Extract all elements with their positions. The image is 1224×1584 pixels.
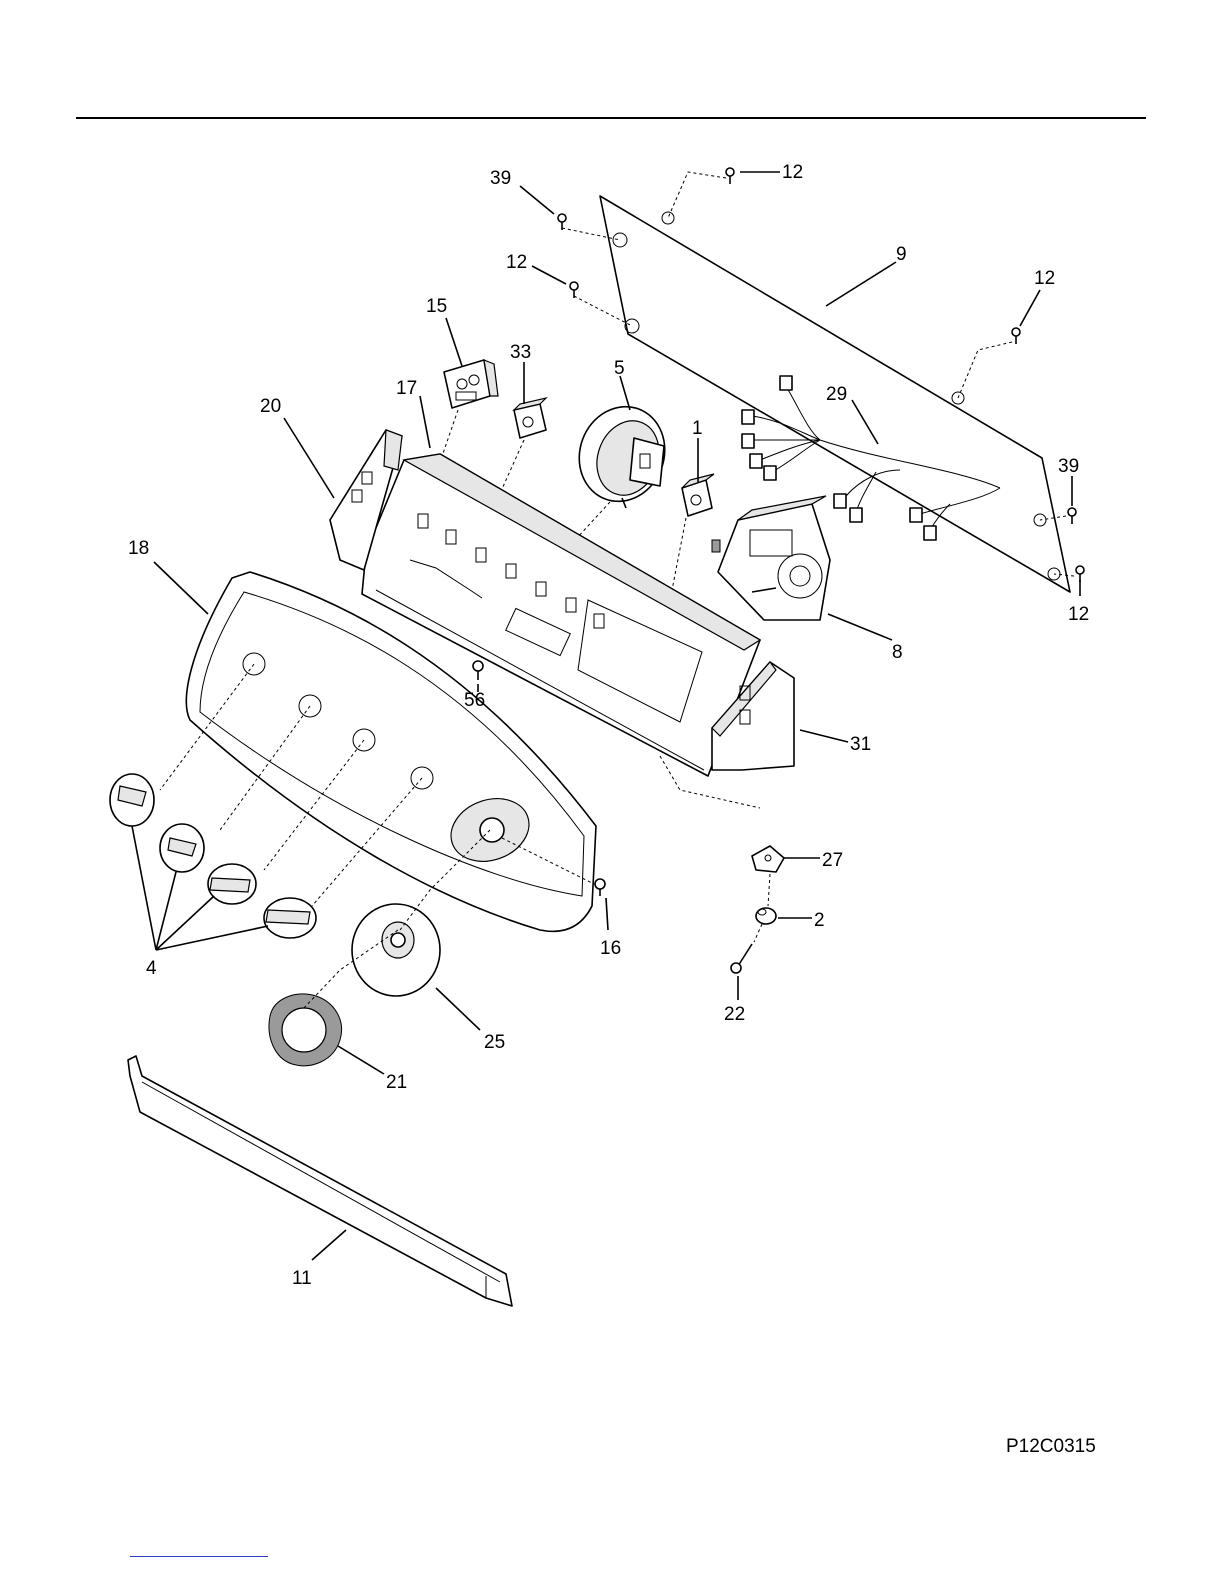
callout-12-bottom-right: 12 bbox=[1068, 604, 1089, 625]
callout-15: 15 bbox=[426, 296, 447, 317]
callout-17: 17 bbox=[396, 378, 417, 399]
callout-4: 4 bbox=[146, 958, 157, 979]
knob-icon bbox=[110, 774, 316, 938]
callout-33: 33 bbox=[510, 342, 531, 363]
callout-2: 2 bbox=[814, 910, 825, 931]
callout-31: 31 bbox=[850, 734, 871, 755]
callout-9: 9 bbox=[896, 244, 907, 265]
callout-8: 8 bbox=[892, 642, 903, 663]
callout-22: 22 bbox=[724, 1004, 745, 1025]
callout-1: 1 bbox=[692, 418, 703, 439]
diagram-code: P12C0315 bbox=[1006, 1436, 1096, 1458]
callout-12-right: 12 bbox=[1034, 268, 1055, 289]
timer-module-part-8 bbox=[712, 496, 830, 620]
callout-18: 18 bbox=[128, 538, 149, 559]
dial-skirt-part-25 bbox=[352, 904, 440, 996]
callout-20: 20 bbox=[260, 396, 281, 417]
footer-link-underline[interactable] bbox=[130, 1556, 268, 1557]
callout-16: 16 bbox=[600, 938, 621, 959]
trim-strip-part-11 bbox=[128, 1056, 512, 1306]
timer-part-5 bbox=[566, 395, 678, 514]
bracket-part-27 bbox=[752, 846, 784, 872]
callout-29: 29 bbox=[826, 384, 847, 405]
screw-22-icon bbox=[731, 944, 752, 973]
control-board-part-15 bbox=[444, 360, 498, 408]
callout-5: 5 bbox=[614, 358, 625, 379]
switch-part-33 bbox=[514, 398, 546, 438]
callout-25: 25 bbox=[484, 1032, 505, 1053]
spacer-part-2 bbox=[756, 908, 776, 924]
callout-11: 11 bbox=[292, 1268, 312, 1289]
screw-16-icon bbox=[595, 879, 605, 896]
callout-39-right: 39 bbox=[1058, 456, 1079, 477]
callout-27: 27 bbox=[822, 850, 843, 871]
callout-12-mid: 12 bbox=[506, 252, 527, 273]
dial-knob-part-21 bbox=[269, 994, 342, 1066]
callout-21: 21 bbox=[386, 1072, 407, 1093]
callout-12-top: 12 bbox=[782, 162, 803, 183]
screw-56-icon bbox=[473, 661, 483, 680]
callout-39-top: 39 bbox=[490, 168, 511, 189]
callout-56: 56 bbox=[464, 690, 485, 711]
